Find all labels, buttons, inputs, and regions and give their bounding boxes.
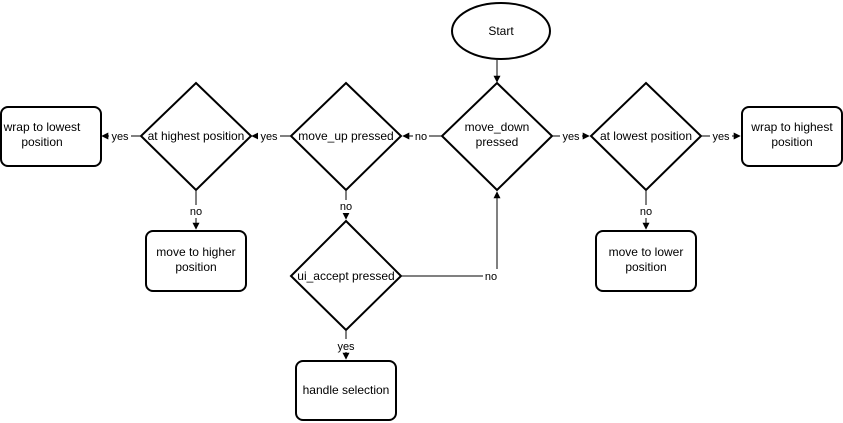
wrap-highest-label-2: position	[771, 135, 812, 149]
edge-label-move-down-no: no	[415, 131, 427, 143]
wrap-lowest-label-2: position	[21, 135, 62, 149]
wrap-to-lowest-node: wrap to lowest position	[0, 106, 102, 167]
start-node: Start	[451, 2, 551, 60]
edge-label-accept-yes: yes	[337, 341, 355, 353]
edge-label-highest-no: no	[190, 206, 202, 218]
ui-accept-label: ui_accept pressed	[297, 269, 394, 283]
move-lower-label-1: move to lower	[609, 245, 684, 259]
wrap-highest-label-1: wrap to highest	[750, 120, 833, 134]
edge-label-move-down-yes: yes	[562, 131, 580, 143]
move-up-label: move_up pressed	[298, 129, 393, 143]
wrap-to-highest-node: wrap to highest position	[741, 106, 843, 167]
edge-label-move-up-no: no	[340, 201, 352, 213]
edge-label-lowest-no: no	[640, 206, 652, 218]
wrap-lowest-label-1: wrap to lowest	[3, 120, 81, 134]
edge-label-move-up-yes: yes	[260, 131, 278, 143]
move-down-label-1: move_down	[465, 120, 530, 134]
start-label: Start	[488, 24, 514, 38]
handle-selection-node: handle selection	[295, 360, 397, 421]
edge-label-highest-yes: yes	[111, 131, 129, 143]
at-lowest-decision: at lowest position	[589, 81, 703, 192]
ui-accept-decision: ui_accept pressed	[289, 219, 403, 332]
edge-accept-no	[402, 191, 501, 277]
move-higher-label-2: position	[175, 260, 216, 274]
edge-label-lowest-yes: yes	[712, 131, 730, 143]
at-highest-decision: at highest position	[139, 81, 253, 192]
move-to-higher-node: move to higher position	[145, 230, 247, 292]
move-down-label-2: pressed	[476, 135, 519, 149]
at-lowest-label: at lowest position	[600, 129, 692, 143]
move-up-decision: move_up pressed	[289, 81, 403, 192]
move-to-lower-node: move to lower position	[595, 230, 697, 292]
move-down-decision: move_down pressed	[440, 81, 554, 192]
handle-selection-label: handle selection	[303, 383, 390, 397]
at-highest-label: at highest position	[148, 129, 245, 143]
move-higher-label-1: move to higher	[156, 245, 235, 259]
edge-label-accept-no: no	[485, 271, 497, 283]
move-lower-label-2: position	[625, 260, 666, 274]
